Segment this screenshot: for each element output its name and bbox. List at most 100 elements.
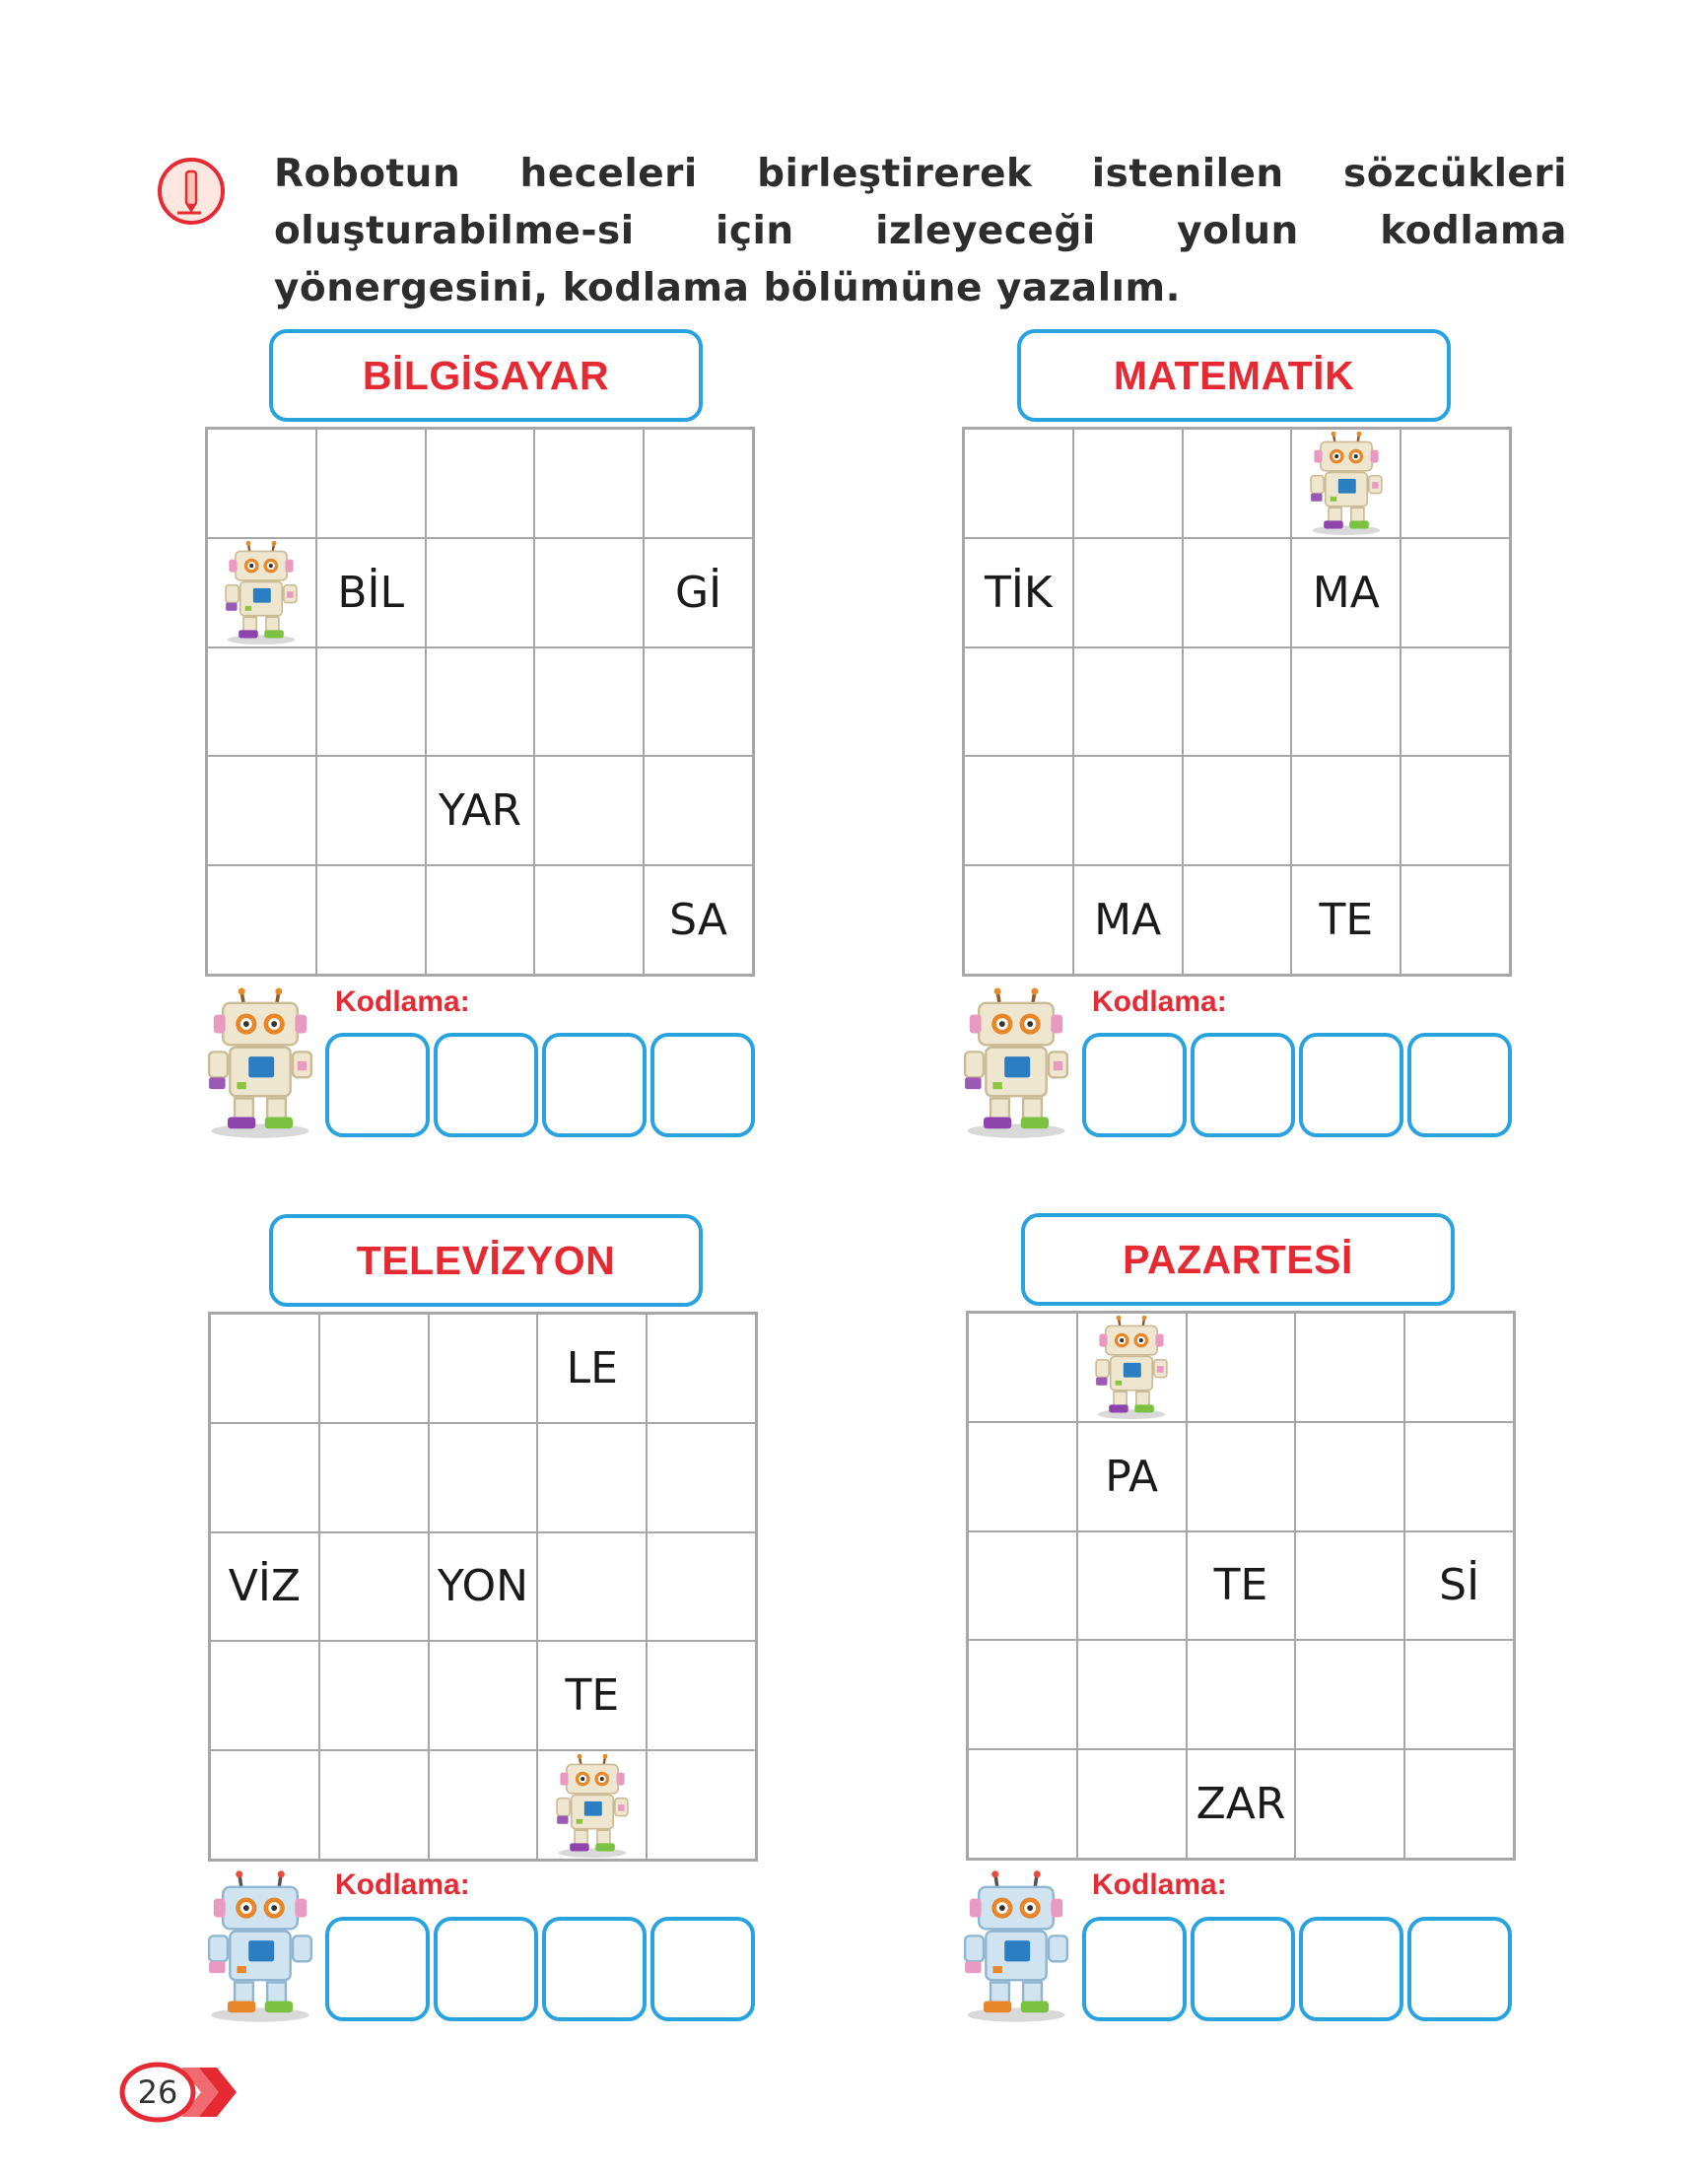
grid-cell: BİL bbox=[315, 537, 426, 647]
grid-cell bbox=[537, 1531, 648, 1642]
kodlama-label: Kodlama: bbox=[1092, 985, 1227, 1018]
kodlama-input-box[interactable] bbox=[1407, 1033, 1512, 1137]
grid-cell bbox=[425, 537, 535, 647]
word-title-bilgisayar: BİLGİSAYAR bbox=[269, 329, 703, 422]
grid-cell bbox=[1076, 1530, 1187, 1641]
grid-cell bbox=[1186, 1421, 1296, 1531]
grid-cell bbox=[1182, 756, 1292, 866]
syllable-label: TE bbox=[1213, 1560, 1268, 1611]
grid-cell bbox=[318, 1750, 429, 1860]
robot-icon bbox=[202, 1867, 318, 2025]
grid-cell bbox=[428, 1422, 538, 1532]
syllable-label: YAR bbox=[438, 785, 522, 837]
grid-cell bbox=[318, 1314, 429, 1423]
grid-cell bbox=[1401, 429, 1510, 538]
grid-cell bbox=[210, 1750, 319, 1860]
grid-cell bbox=[964, 646, 1073, 757]
kodlama-answer-boxes bbox=[325, 1033, 755, 1137]
kodlama-answer-boxes bbox=[1082, 1033, 1512, 1137]
grid-cell bbox=[1404, 1313, 1514, 1422]
kodlama-input-box[interactable] bbox=[1191, 1033, 1295, 1137]
kodlama-input-box[interactable] bbox=[1407, 1917, 1512, 2021]
grid-cell bbox=[1295, 1421, 1405, 1531]
grid-cell bbox=[1404, 1749, 1514, 1859]
grid-cell bbox=[1401, 865, 1510, 975]
syllable-label: Gİ bbox=[675, 567, 722, 618]
syllable-label: TE bbox=[565, 1670, 620, 1722]
grid-cell: SA bbox=[644, 865, 753, 975]
grid-cell bbox=[1072, 756, 1183, 866]
grid-cell bbox=[315, 646, 426, 757]
grid-cell bbox=[428, 1641, 538, 1751]
kodlama-label: Kodlama: bbox=[1092, 1868, 1227, 1901]
grid-cell bbox=[207, 756, 316, 866]
grid-cell bbox=[644, 756, 753, 866]
syllable-label: SA bbox=[669, 895, 728, 946]
kodlama-input-box[interactable] bbox=[542, 1033, 647, 1137]
grid-cell bbox=[1072, 537, 1183, 647]
kodlama-input-box[interactable] bbox=[1082, 1917, 1187, 2021]
puzzle-grid-bilgisayar: BİL Gİ YAR SA bbox=[205, 427, 755, 977]
kodlama-input-box[interactable] bbox=[650, 1917, 755, 2021]
grid-cell: TE bbox=[1186, 1530, 1296, 1641]
syllable-label: VİZ bbox=[228, 1561, 301, 1612]
syllable-label: ZAR bbox=[1196, 1779, 1286, 1830]
grid-cell: ZAR bbox=[1186, 1749, 1296, 1859]
kodlama-input-box[interactable] bbox=[325, 1917, 430, 2021]
kodlama-input-box[interactable] bbox=[434, 1033, 538, 1137]
grid-cell: VİZ bbox=[210, 1531, 319, 1642]
kodlama-input-box[interactable] bbox=[1082, 1033, 1187, 1137]
grid-cell: MA bbox=[1072, 865, 1183, 975]
grid-cell bbox=[1072, 429, 1183, 538]
grid-cell bbox=[1182, 646, 1292, 757]
kodlama-input-box[interactable] bbox=[650, 1033, 755, 1137]
grid-cell bbox=[1076, 1313, 1187, 1422]
grid-cell bbox=[207, 537, 316, 647]
grid-cell bbox=[1404, 1640, 1514, 1750]
grid-cell bbox=[968, 1313, 1077, 1422]
kodlama-input-box[interactable] bbox=[325, 1033, 430, 1137]
kodlama-answer-boxes bbox=[325, 1917, 755, 2021]
grid-cell bbox=[534, 537, 645, 647]
kodlama-label: Kodlama: bbox=[335, 1868, 470, 1901]
grid-cell bbox=[647, 1750, 756, 1860]
grid-cell bbox=[1182, 865, 1292, 975]
grid-cell: MA bbox=[1291, 537, 1401, 647]
kodlama-input-box[interactable] bbox=[434, 1917, 538, 2021]
grid-cell bbox=[964, 429, 1073, 538]
syllable-label: TİK bbox=[985, 567, 1053, 618]
grid-cell bbox=[315, 756, 426, 866]
grid-cell bbox=[968, 1421, 1077, 1531]
grid-cell bbox=[315, 429, 426, 538]
grid-cell bbox=[537, 1750, 648, 1860]
page-number: 26 bbox=[137, 2073, 178, 2111]
grid-cell: YON bbox=[428, 1531, 538, 1642]
kodlama-input-box[interactable] bbox=[1299, 1033, 1403, 1137]
grid-cell bbox=[534, 756, 645, 866]
grid-cell bbox=[1295, 1640, 1405, 1750]
grid-cell bbox=[1182, 537, 1292, 647]
grid-cell bbox=[1404, 1421, 1514, 1531]
grid-cell bbox=[534, 646, 645, 757]
grid-cell bbox=[428, 1750, 538, 1860]
kodlama-answer-boxes bbox=[1082, 1917, 1512, 2021]
word-title-matematik: MATEMATİK bbox=[1017, 329, 1451, 422]
syllable-label: MA bbox=[1094, 895, 1162, 946]
grid-cell bbox=[964, 865, 1073, 975]
grid-cell bbox=[318, 1531, 429, 1642]
grid-cell bbox=[647, 1314, 756, 1423]
kodlama-input-box[interactable] bbox=[1299, 1917, 1403, 2021]
grid-cell: TE bbox=[537, 1641, 648, 1751]
word-title-televizyon: TELEVİZYON bbox=[269, 1214, 703, 1307]
kodlama-input-box[interactable] bbox=[1191, 1917, 1295, 2021]
robot-icon bbox=[1091, 1315, 1172, 1419]
grid-cell bbox=[210, 1314, 319, 1423]
grid-cell bbox=[425, 429, 535, 538]
grid-cell bbox=[968, 1749, 1077, 1859]
kodlama-input-box[interactable] bbox=[542, 1917, 647, 2021]
grid-cell bbox=[1186, 1640, 1296, 1750]
grid-cell bbox=[425, 646, 535, 757]
instruction-text: Robotun heceleri birleştirerek istenilen… bbox=[274, 152, 1567, 310]
